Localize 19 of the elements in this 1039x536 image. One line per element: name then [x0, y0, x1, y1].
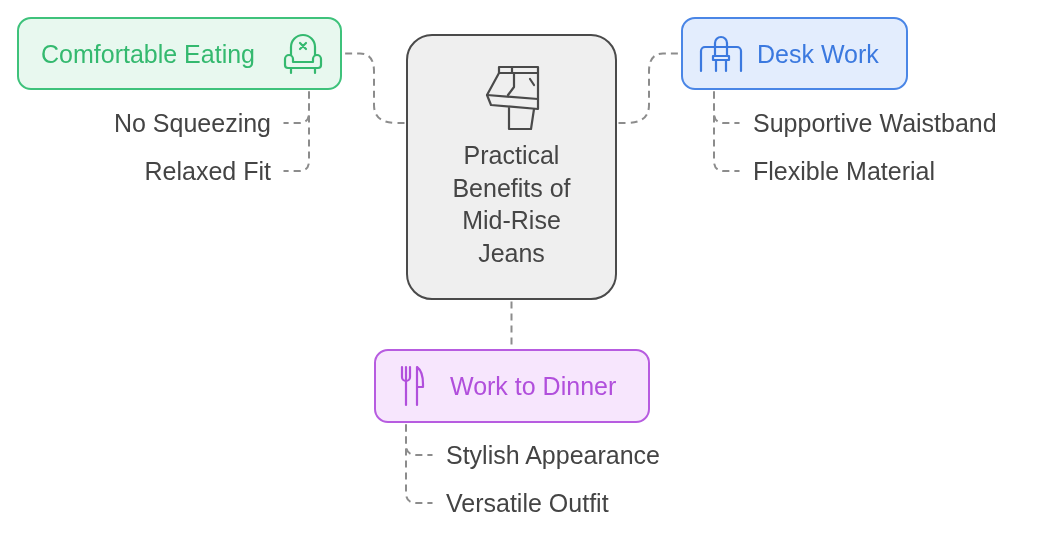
category-box: [681, 17, 908, 90]
category-title: Comfortable Eating: [41, 38, 255, 69]
connector: [617, 52, 681, 124]
category-box: [17, 17, 342, 90]
benefit-text: No Squeezing: [113, 106, 282, 140]
category-title: Work to Dinner: [450, 371, 617, 401]
connector: [713, 90, 741, 172]
connector: [282, 90, 310, 172]
benefit-text: Relaxed Fit: [144, 154, 282, 188]
category-title: Desk Work: [757, 38, 879, 69]
benefit-text: Stylish Appearance: [434, 438, 661, 472]
topic-box: [406, 34, 617, 300]
connector: [405, 423, 434, 504]
benefit-text: Flexible Material: [741, 154, 935, 188]
connector: [342, 52, 406, 124]
category-box: [374, 349, 650, 423]
benefit-text: Versatile Outfit: [434, 486, 609, 520]
topic-title: Practical Benefits of Mid-Rise Jeans: [451, 140, 572, 269]
benefit-text: Supportive Waistband: [741, 106, 997, 140]
